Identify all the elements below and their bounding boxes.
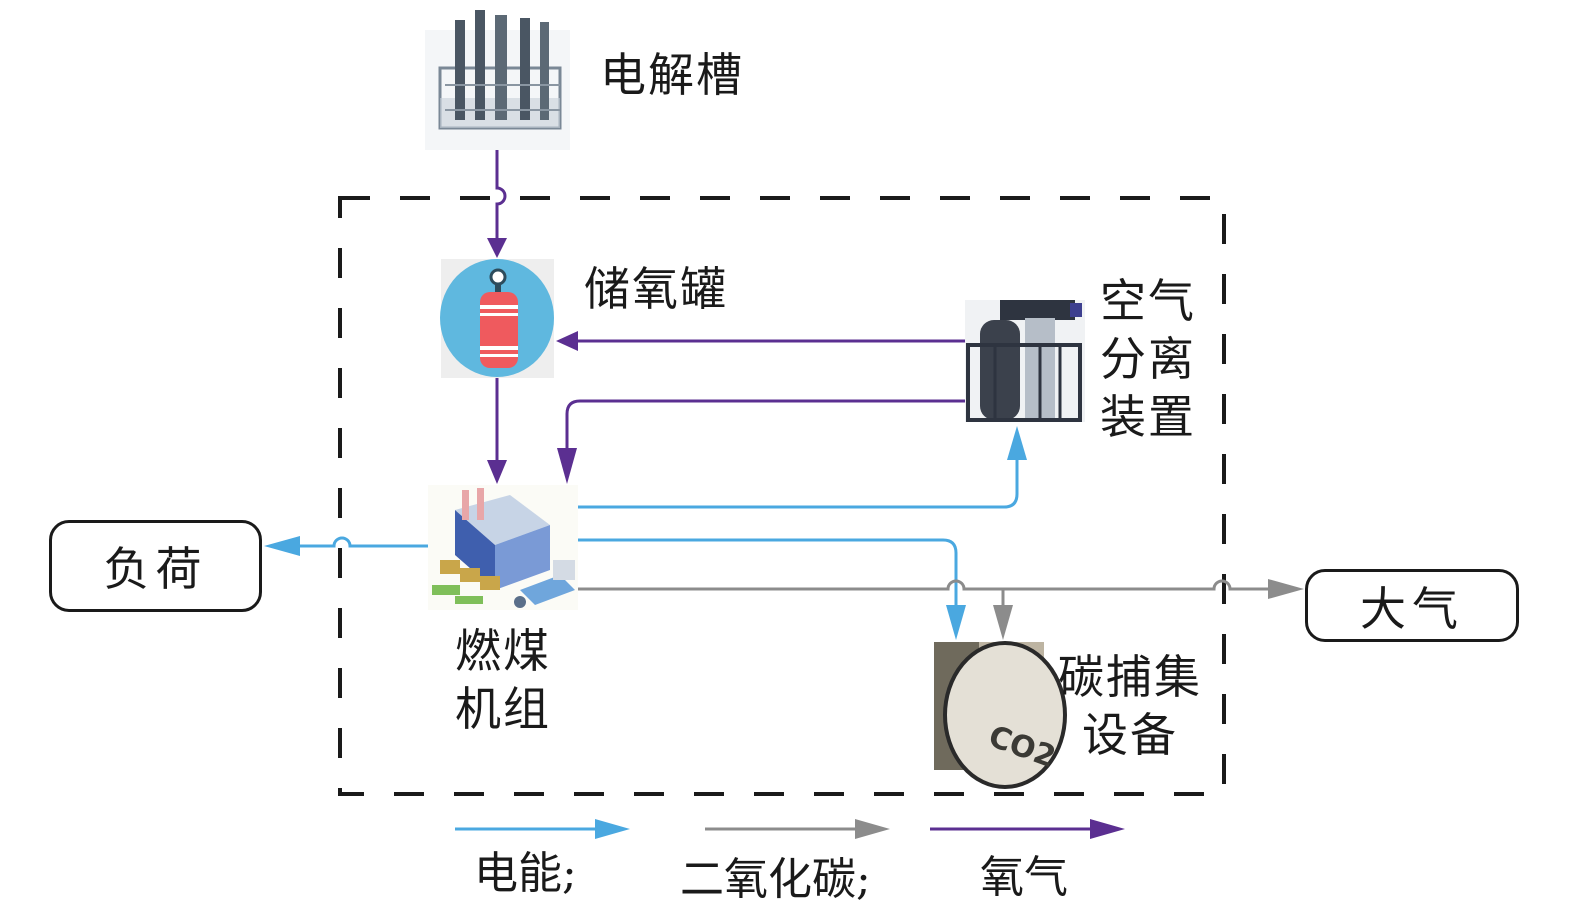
flow-plant-to-load <box>290 536 428 548</box>
legend-label-co2: 二氧化碳; <box>680 854 871 905</box>
legend-item-co2 <box>705 819 890 839</box>
legend <box>455 819 1125 839</box>
flow-plant-to-asu <box>578 450 1019 509</box>
coal-plant-label-line: 机组 <box>455 682 551 736</box>
legend-item-electricity <box>455 819 630 839</box>
arrowhead-electricity <box>264 536 300 556</box>
arrowhead-oxygen <box>487 238 507 258</box>
electrolyzer-label: 电解槽 <box>600 48 744 102</box>
arrowhead-co2 <box>993 605 1013 640</box>
oxygen-tank-label: 储氧罐 <box>584 262 728 316</box>
legend-label-electricity: 电能; <box>474 848 577 899</box>
arrowhead-oxygen <box>487 460 507 484</box>
arrowhead-oxygen <box>557 448 577 484</box>
flow-electrolyzer-to-tank <box>495 150 507 243</box>
flow-asu-to-plant <box>565 399 965 460</box>
arrowhead-oxygen <box>556 331 578 351</box>
coal-power-plant-icon <box>428 485 578 610</box>
legend-item-oxygen <box>930 819 1125 839</box>
legend-label-oxygen: 氧气 <box>980 852 1068 903</box>
load-node: 负荷 <box>49 520 262 612</box>
arrowhead-co2 <box>1268 579 1304 599</box>
co2-capture-icon: CO2 <box>934 641 1067 789</box>
carbon-capture-label-line: 设备 <box>1082 708 1178 762</box>
air-separation-label-line: 分离 <box>1100 332 1196 386</box>
flow-plant-to-atmosphere <box>578 579 1275 591</box>
coal-plant-label-line: 燃煤 <box>455 624 551 678</box>
atmosphere-node: 大气 <box>1305 569 1519 642</box>
load-label: 负荷 <box>103 542 208 596</box>
arrowhead-electricity <box>946 605 966 640</box>
carbon-capture-label: 碳捕集 设备 <box>1055 648 1205 764</box>
air-separation-label-line: 装置 <box>1100 390 1196 444</box>
atmosphere-label: 大气 <box>1360 581 1464 636</box>
arrowhead-electricity <box>1007 426 1027 460</box>
system-boundary <box>338 196 1226 796</box>
oxygen-cylinder-icon <box>440 259 554 378</box>
air-separation-label-line: 空气 <box>1100 274 1196 328</box>
coal-plant-label: 燃煤 机组 <box>455 622 555 738</box>
electrolyzer-icon <box>425 10 570 150</box>
air-separation-unit-icon <box>965 300 1085 422</box>
carbon-capture-label-line: 碳捕集 <box>1058 650 1202 704</box>
flow-plant-to-capture-electricity <box>578 538 958 612</box>
air-separation-label: 空气 分离 装置 <box>1100 272 1200 446</box>
